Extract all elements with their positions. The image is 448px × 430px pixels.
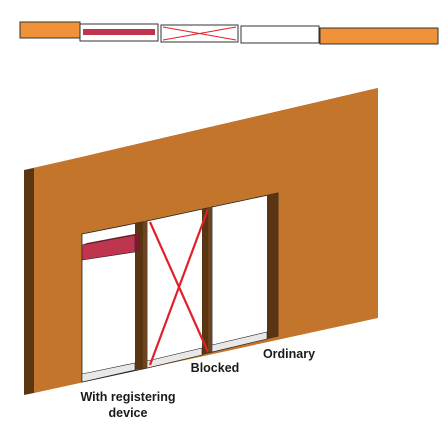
opening-registering-sill [81,362,136,383]
plan-device-bar [83,29,155,35]
label-registering-line2: device [108,406,148,420]
post-2 [208,207,212,352]
plan-view-strip [19,21,439,45]
opening-registering [81,220,148,383]
label-registering-line1: With registering [80,390,176,404]
opening-ordinary [211,192,279,353]
plan-wall-right [319,27,439,45]
plan-wall-left [19,21,81,39]
label-registering: With registering device [68,389,188,421]
wall-left-side [24,168,34,395]
plan-opening-ordinary [240,25,320,44]
post-1 [143,221,147,368]
plan-blocked-cross-b [162,26,237,41]
wall-3d-view [24,88,378,395]
label-ordinary: Ordinary [262,347,316,361]
device-bar-end [135,233,140,252]
opening-ordinary-reveal [267,193,278,339]
opening-blocked [146,206,213,369]
label-blocked: Blocked [190,361,240,375]
blocked-cross-b [148,208,210,366]
